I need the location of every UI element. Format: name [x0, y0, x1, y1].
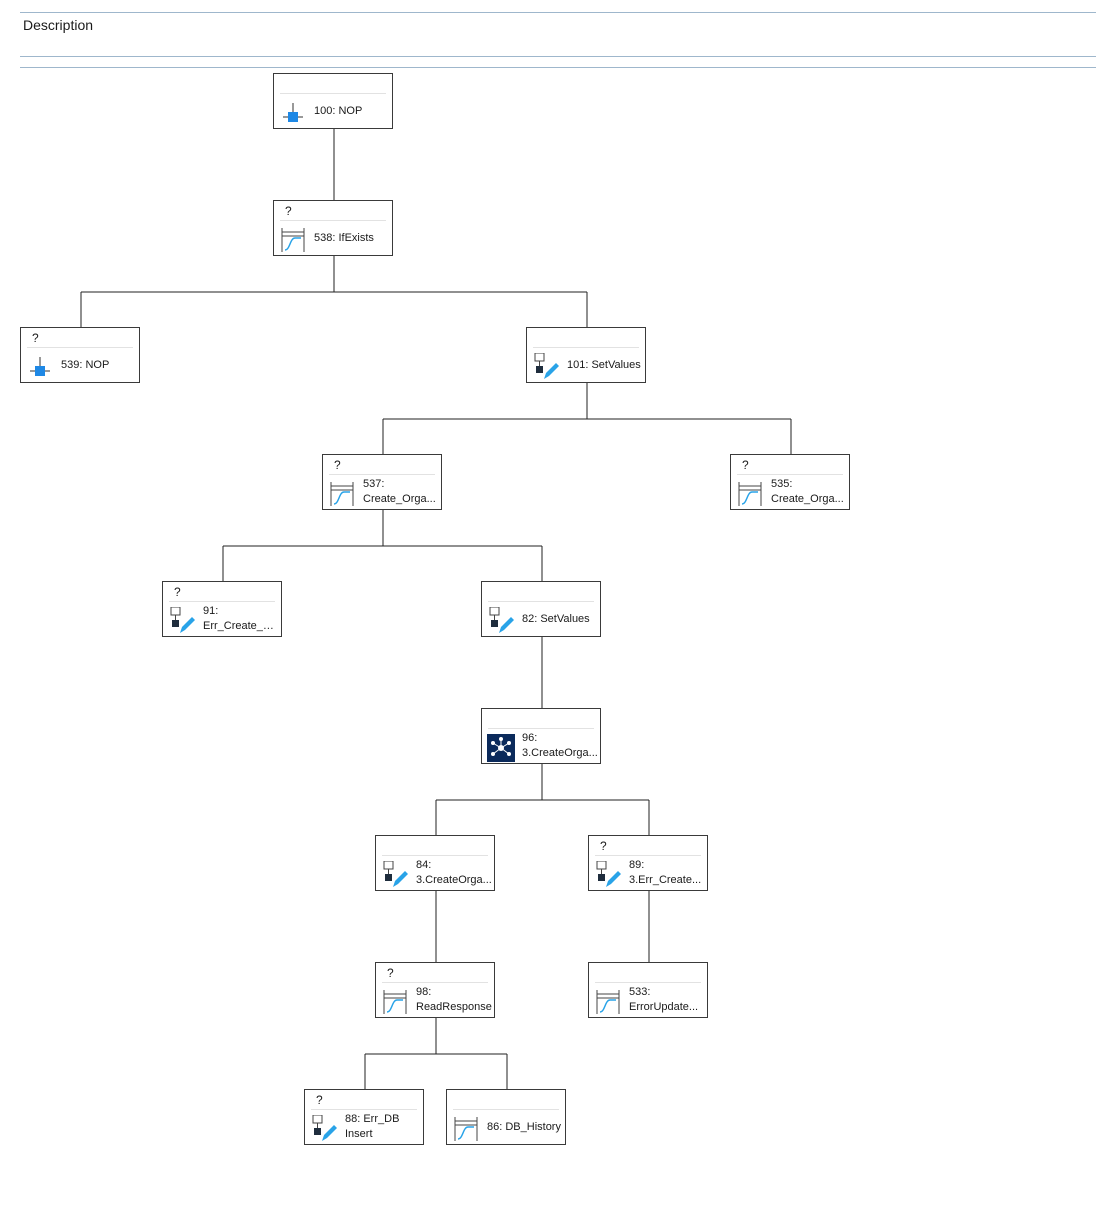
node-label: 100: NOP	[314, 105, 363, 117]
setvalues-icon	[534, 353, 559, 379]
node-535[interactable]: ? 535:Create_Orga...	[730, 454, 850, 510]
top-rule	[20, 12, 1096, 13]
setvalues-icon	[170, 607, 195, 633]
node-divider	[595, 855, 701, 856]
ifexists-icon	[330, 482, 354, 506]
node-divider	[329, 474, 435, 475]
header-rule-lower	[20, 67, 1096, 68]
node-question-mark: ?	[387, 966, 394, 980]
node-divider	[533, 347, 639, 348]
node-label: 91:Err_Create_O...	[203, 605, 279, 632]
setvalues-icon	[596, 861, 621, 887]
node-divider	[169, 601, 275, 602]
node-divider	[453, 1109, 559, 1110]
node-divider	[595, 982, 701, 983]
node-question-mark: ?	[334, 458, 341, 472]
node-question-mark: ?	[316, 1093, 323, 1107]
node-label: 89:3.Err_Create...	[629, 859, 702, 886]
node-84[interactable]: 84:3.CreateOrga...	[375, 835, 495, 891]
node-divider	[382, 982, 488, 983]
node-label: 96:3.CreateOrga...	[522, 732, 598, 759]
node-label: 101: SetValues	[567, 359, 641, 371]
description-label: Description	[23, 17, 94, 33]
edge-98-split	[364, 1018, 508, 1090]
node-533[interactable]: 533:ErrorUpdate...	[588, 962, 708, 1018]
edge-537-split	[222, 510, 543, 582]
setvalues-icon	[489, 607, 514, 633]
setvalues-icon	[383, 861, 408, 887]
node-label: 84:3.CreateOrga...	[416, 859, 492, 886]
nop-icon	[283, 103, 303, 122]
network-icon	[487, 734, 515, 762]
edge-538-split	[80, 256, 588, 328]
node-divider	[27, 347, 133, 348]
node-539[interactable]: ? 539: NOP	[20, 327, 140, 383]
node-divider	[488, 601, 594, 602]
setvalues-icon	[312, 1115, 337, 1141]
node-divider	[382, 855, 488, 856]
edge-96-split	[435, 764, 650, 836]
node-538[interactable]: ? 538: IfExists	[273, 200, 393, 256]
node-question-mark: ?	[285, 204, 292, 218]
node-label: 539: NOP	[61, 359, 110, 371]
node-86[interactable]: 86: DB_History	[446, 1089, 566, 1145]
node-label: 537:Create_Orga...	[363, 478, 436, 505]
node-question-mark: ?	[742, 458, 749, 472]
ifexists-icon	[596, 990, 620, 1014]
ifexists-icon	[383, 990, 407, 1014]
node-82[interactable]: 82: SetValues	[481, 581, 601, 637]
node-91[interactable]: ? 91:Err_Create_O...	[162, 581, 282, 637]
node-divider	[737, 474, 843, 475]
node-question-mark: ?	[174, 585, 181, 599]
node-101[interactable]: 101: SetValues	[526, 327, 646, 383]
node-divider	[280, 93, 386, 94]
nop-icon	[30, 357, 50, 376]
node-label: 86: DB_History	[487, 1121, 561, 1133]
node-537[interactable]: ? 537:Create_Orga...	[322, 454, 442, 510]
node-question-mark: ?	[32, 331, 39, 345]
node-divider	[311, 1109, 417, 1110]
node-100[interactable]: 100: NOP	[273, 73, 393, 129]
node-divider	[280, 220, 386, 221]
node-label: 82: SetValues	[522, 613, 590, 625]
node-98[interactable]: ? 98:ReadResponse	[375, 962, 495, 1018]
node-question-mark: ?	[600, 839, 607, 853]
header-rule	[20, 56, 1096, 57]
edge-101-split	[382, 383, 792, 455]
ifexists-icon	[281, 228, 305, 252]
node-89[interactable]: ? 89:3.Err_Create...	[588, 835, 708, 891]
node-divider	[488, 728, 594, 729]
node-label: 533:ErrorUpdate...	[629, 986, 699, 1013]
node-label: 98:ReadResponse	[416, 986, 492, 1013]
node-96[interactable]: 96:3.CreateOrga...	[481, 708, 601, 764]
ifexists-icon	[738, 482, 762, 506]
node-label: 535:Create_Orga...	[771, 478, 844, 505]
ifexists-icon	[454, 1117, 478, 1141]
node-label: 538: IfExists	[314, 232, 374, 244]
